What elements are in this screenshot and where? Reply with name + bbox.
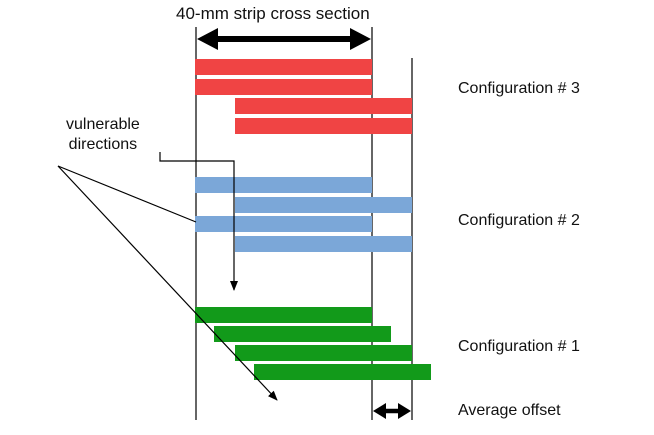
configuration-3-label: Configuration # 3 <box>458 80 580 97</box>
vulnerable-label-line1: vulnerable <box>66 116 140 133</box>
config2-strip <box>235 197 412 213</box>
configuration-2-label: Configuration # 2 <box>458 212 580 229</box>
config2-strip <box>195 177 372 193</box>
configuration-1-strips <box>195 307 431 380</box>
config3-strip <box>235 98 412 114</box>
config1-strip <box>254 364 431 380</box>
strip-width-arrow <box>197 28 371 50</box>
configuration-2-strips <box>195 177 412 252</box>
config3-strip <box>195 59 372 75</box>
config3-strip <box>235 118 412 134</box>
vulnerable-pointer-line <box>57 165 197 223</box>
configuration-3-strips <box>195 59 412 134</box>
config1-strip <box>195 307 372 323</box>
strip-cross-section-title: 40-mm strip cross section <box>176 4 370 23</box>
average-offset-label: Average offset <box>458 402 561 419</box>
config1-strip <box>235 345 412 361</box>
config2-strip <box>235 236 412 252</box>
vertical-vulnerable-arrow <box>159 152 238 291</box>
vulnerable-label-line2: directions <box>68 136 138 153</box>
config1-strip <box>214 326 391 342</box>
config3-strip <box>195 79 372 95</box>
diagonal-vulnerable-arrow <box>57 165 278 401</box>
vulnerable-direction-arrows <box>57 152 278 401</box>
vulnerable-directions-label: vulnerable directions <box>66 115 140 155</box>
average-offset-arrow <box>373 403 411 419</box>
configuration-1-label: Configuration # 1 <box>458 338 580 355</box>
config2-strip <box>195 216 372 232</box>
